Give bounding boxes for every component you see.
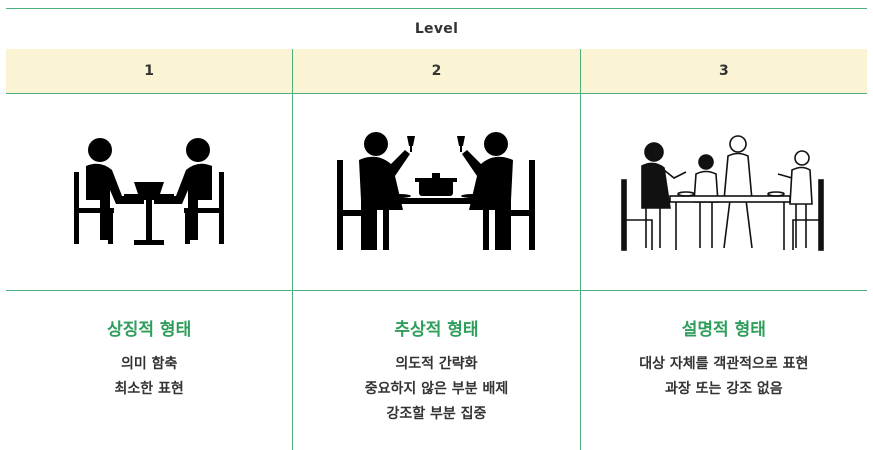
level-1-header: 1 xyxy=(144,63,155,79)
level-1-column: 상징적 형태 의미 함축 최소한 표현 xyxy=(6,94,293,450)
level-3-description: 설명적 형태 대상 자체를 객관적으로 표현 과장 또는 강조 없음 xyxy=(581,291,867,402)
level-body-row: 상징적 형태 의미 함축 최소한 표현 xyxy=(6,94,867,450)
level-2-description: 추상적 형태 의도적 간략화 중요하지 않은 부분 배제 강조할 부분 집중 xyxy=(293,291,579,427)
level-2-header: 2 xyxy=(292,49,579,93)
level-3-column: 설명적 형태 대상 자체를 객관적으로 표현 과장 또는 강조 없음 xyxy=(579,94,867,450)
level-3-image-cell xyxy=(580,94,867,291)
level-2-line-2: 중요하지 않은 부분 배제 xyxy=(364,381,509,397)
level-1-line-2: 최소한 표현 xyxy=(114,381,184,397)
level-3-line-2: 과장 또는 강조 없음 xyxy=(664,381,783,397)
level-3-line-1: 대상 자체를 객관적으로 표현 xyxy=(639,356,809,372)
level-number-row: 1 2 3 xyxy=(6,49,867,94)
level-2-column: 추상적 형태 의도적 간략화 중요하지 않은 부분 배제 강조할 부분 집중 xyxy=(292,94,580,450)
level-2-image-cell xyxy=(293,94,580,291)
two-people-toasting-icon xyxy=(337,131,536,250)
level-1-title: 상징적 형태 xyxy=(107,320,192,340)
level-1-image-cell xyxy=(6,94,293,291)
level-3-header: 3 xyxy=(579,49,867,93)
level-1-line-1: 의미 함축 xyxy=(120,356,178,372)
two-people-dining-icon xyxy=(74,138,225,245)
level-header: Level xyxy=(6,8,867,50)
level-2-line-1: 의도적 간략화 xyxy=(395,356,478,372)
level-1-description: 상징적 형태 의미 함축 최소한 표현 xyxy=(6,291,292,402)
level-3-title: 설명적 형태 xyxy=(681,320,766,340)
level-2-line-3: 강조할 부분 집중 xyxy=(386,406,487,422)
level-2-title: 추상적 형태 xyxy=(394,320,479,340)
family-dining-icon xyxy=(621,134,825,251)
